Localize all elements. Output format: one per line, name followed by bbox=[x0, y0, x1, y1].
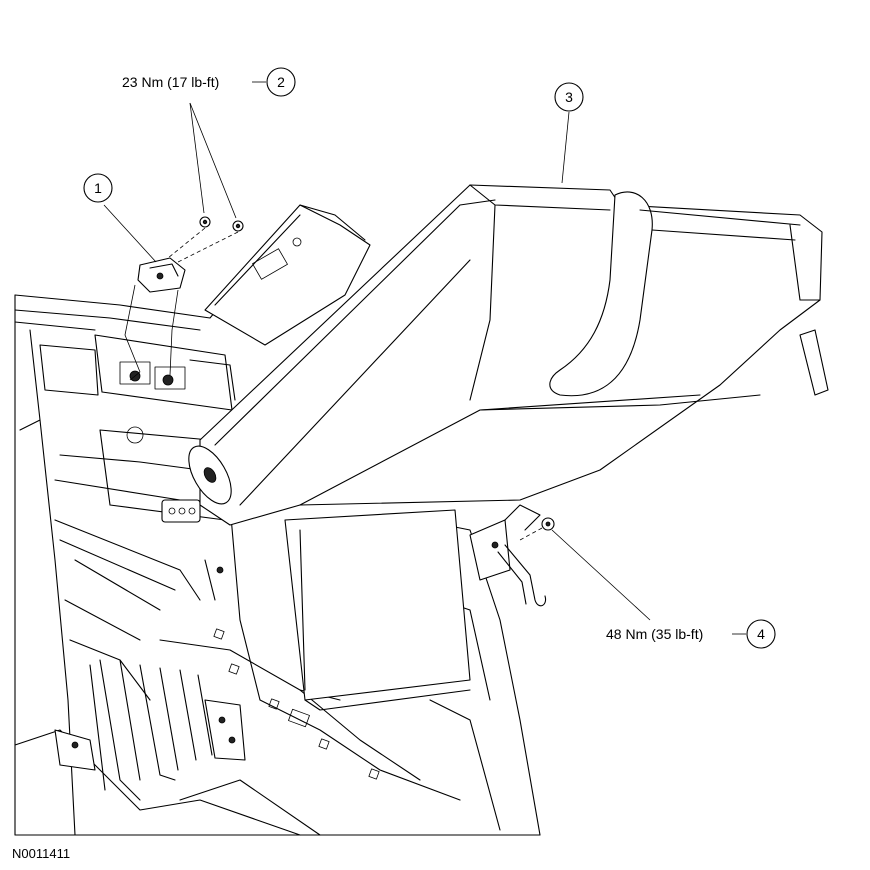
callout-2-circle bbox=[266, 67, 296, 97]
component-1-bracket bbox=[124, 257, 186, 381]
callout-2-number: 2 bbox=[277, 74, 285, 90]
callout-4-circle bbox=[746, 619, 776, 649]
callout-1-circle bbox=[83, 173, 113, 203]
callout-1: 1 bbox=[83, 173, 113, 203]
callout-2-label: 23 Nm (17 lb-ft) bbox=[122, 74, 219, 90]
callout-leaders bbox=[103, 81, 746, 635]
callout-3-circle bbox=[554, 82, 584, 112]
callout-4-number: 4 bbox=[757, 626, 765, 642]
component-2-nuts bbox=[167, 216, 244, 263]
figure-id: N0011411 bbox=[12, 846, 71, 861]
callout-3: 3 bbox=[554, 82, 584, 112]
component-3-assembly bbox=[188, 184, 829, 711]
callout-1-number: 1 bbox=[94, 180, 102, 196]
callout-2: 23 Nm (17 lb-ft) 2 bbox=[122, 67, 296, 97]
callout-3-number: 3 bbox=[565, 89, 573, 105]
callout-4: 48 Nm (35 lb-ft) 4 bbox=[606, 619, 776, 649]
callout-4-label: 48 Nm (35 lb-ft) bbox=[606, 626, 703, 642]
component-4-nut bbox=[519, 517, 555, 541]
